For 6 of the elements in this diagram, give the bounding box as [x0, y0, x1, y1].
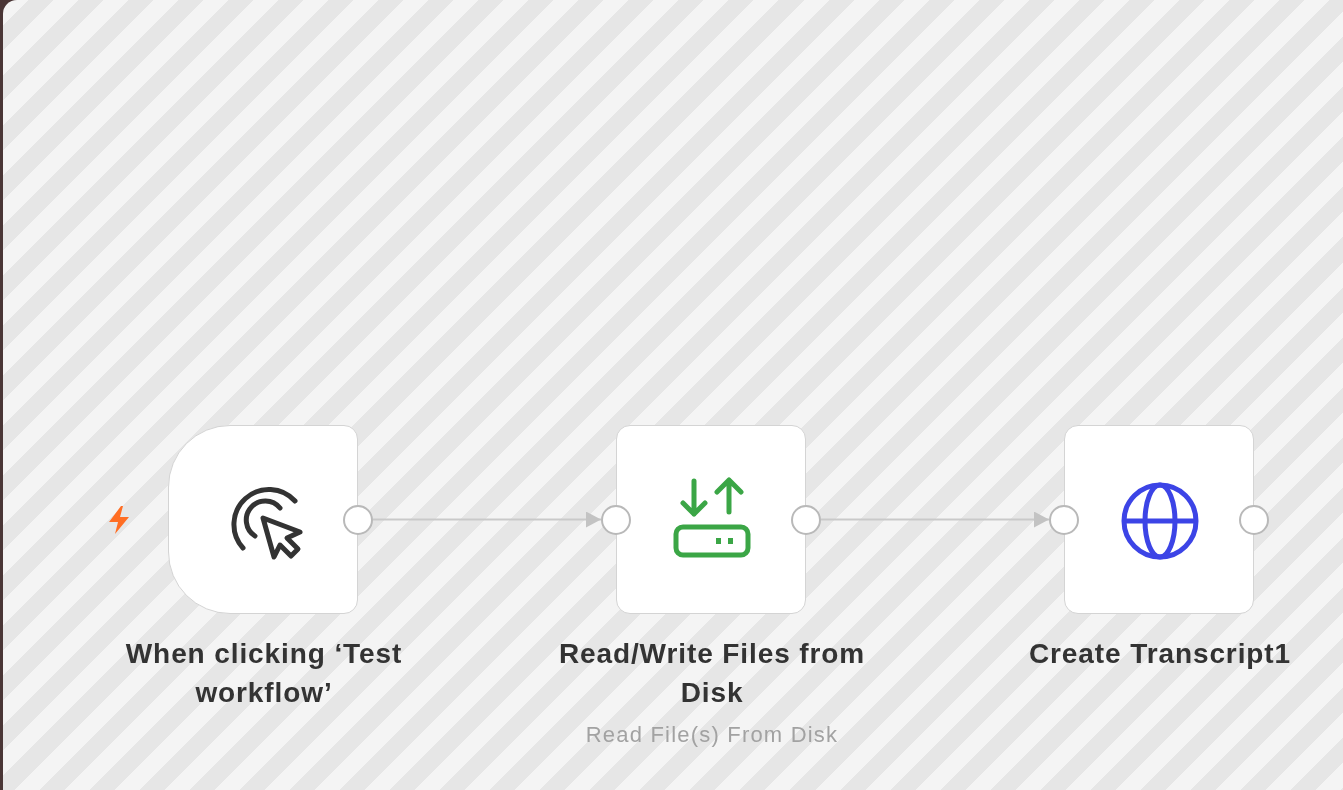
node-title: When clicking ‘Test workflow’ — [124, 637, 404, 710]
connector-arrow — [820, 511, 1050, 528]
node-title: Read/Write Files from Disk — [557, 637, 867, 710]
node-title: Create Transcript1 — [1027, 637, 1293, 671]
node-subtitle: Read File(s) From Disk — [584, 722, 840, 748]
connector-arrow — [372, 511, 602, 528]
